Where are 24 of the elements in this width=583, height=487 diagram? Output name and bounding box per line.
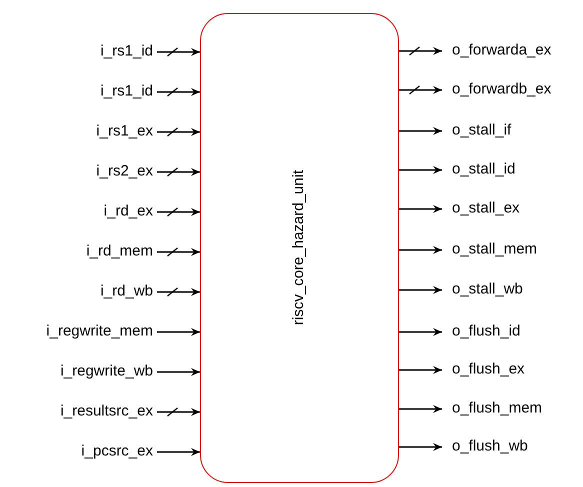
input-signal-name: i_rd_wb [100, 282, 153, 302]
module-name: riscv_core_hazard_unit [289, 170, 308, 326]
output-signal-name: o_stall_id [452, 160, 516, 180]
input-signal-name: i_rs2_ex [96, 162, 153, 182]
output-signal-name: o_stall_mem [452, 240, 538, 260]
input-signal-name: i_rs1_ex [96, 122, 153, 142]
input-signal-name: i_resultsrc_ex [60, 402, 153, 422]
output-signal-name: o_stall_wb [452, 280, 523, 300]
output-signal-name: o_flush_ex [452, 360, 525, 380]
output-signal-name: o_flush_id [452, 322, 520, 342]
output-signal-name: o_stall_ex [452, 200, 520, 218]
input-signal-name: i_pcsrc_ex [81, 442, 153, 462]
input-signal-name: i_rd_mem [86, 242, 153, 262]
input-signal-name: i_regwrite_mem [46, 322, 153, 342]
output-signal-name: o_flush_mem [452, 400, 542, 418]
output-signal-name: o_flush_wb [452, 438, 528, 456]
input-signal-name: i_rd_ex [104, 202, 153, 222]
output-signal-name: o_forwardb_ex [452, 80, 552, 100]
output-signal-name: o_stall_if [452, 122, 512, 140]
module-block [200, 13, 399, 483]
output-signal-name: o_forwarda_ex [452, 42, 552, 60]
input-signal-name: i_rs1_id [100, 82, 153, 102]
input-signal-name: i_regwrite_wb [60, 362, 153, 382]
input-signal-name: i_rs1_id [100, 42, 153, 62]
